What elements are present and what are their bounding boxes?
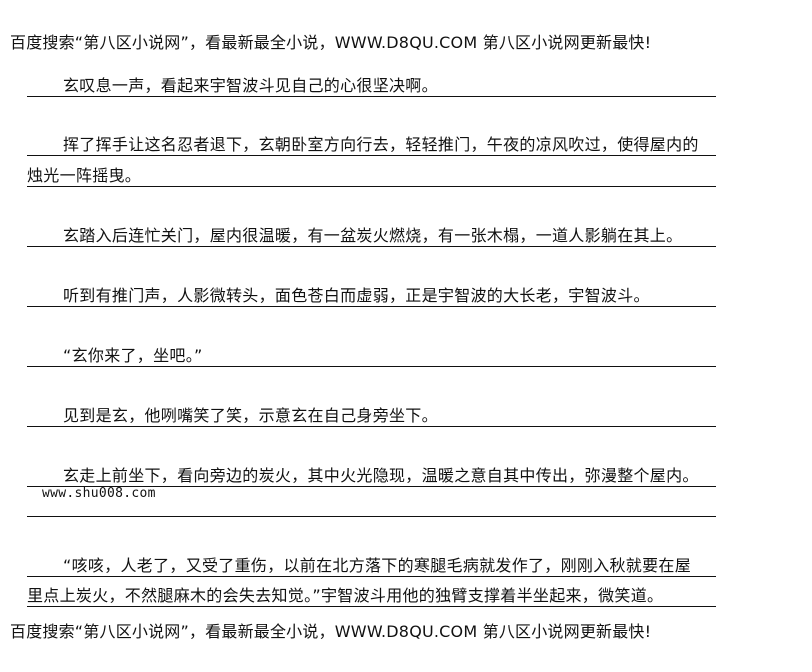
text-line: 烛光一阵摇曳。 — [27, 166, 716, 187]
line-text: 烛光一阵摇曳。 — [27, 166, 142, 185]
line-text: “玄你来了，坐吧。” — [63, 346, 203, 365]
text-line: 里点上炭火，不然腿麻木的会失去知觉。”宇智波斗用他的独臂支撑着半坐起来，微笑道。 — [27, 586, 716, 607]
line-text: 里点上炭火，不然腿麻木的会失去知觉。”宇智波斗用他的独臂支撑着半坐起来，微笑道。 — [27, 586, 664, 605]
line-text: “咳咳，人老了，又受了重伤，以前在北方落下的寒腿毛病就发作了，刚刚入秋就要在屋 — [63, 556, 691, 575]
text-line: “玄你来了，坐吧。” — [27, 346, 716, 367]
line-text: 玄走上前坐下，看向旁边的炭火，其中火光隐现，温暖之意自其中传出，弥漫整个屋内。 — [63, 466, 699, 485]
header-banner: 百度搜索“第八区小说网”，看最新最全小说，WWW.D8QU.COM 第八区小说网… — [10, 33, 652, 52]
text-line: 玄踏入后连忙关门，屋内很温暖，有一盆炭火燃烧，有一张木榻，一道人影躺在其上。 — [27, 226, 716, 247]
text-line: 挥了挥手让这名忍者退下，玄朝卧室方向行去，轻轻推门，午夜的凉风吹过，使得屋内的 — [27, 135, 716, 156]
text-line: www.shu008.com — [27, 486, 716, 517]
text-line: 见到是玄，他咧嘴笑了笑，示意玄在自己身旁坐下。 — [27, 406, 716, 427]
text-line: 玄叹息一声，看起来宇智波斗见自己的心很坚决啊。 — [27, 76, 716, 97]
line-text: 玄踏入后连忙关门，屋内很温暖，有一盆炭火燃烧，有一张木榻，一道人影躺在其上。 — [63, 226, 683, 245]
footer-banner: 百度搜索“第八区小说网”，看最新最全小说，WWW.D8QU.COM 第八区小说网… — [10, 622, 652, 641]
line-text: 玄叹息一声，看起来宇智波斗见自己的心很坚决啊。 — [63, 76, 438, 95]
text-line: 玄走上前坐下，看向旁边的炭火，其中火光隐现，温暖之意自其中传出，弥漫整个屋内。 — [27, 466, 716, 487]
text-line: “咳咳，人老了，又受了重伤，以前在北方落下的寒腿毛病就发作了，刚刚入秋就要在屋 — [27, 556, 716, 577]
line-text: 见到是玄，他咧嘴笑了笑，示意玄在自己身旁坐下。 — [63, 406, 438, 425]
watermark-url: www.shu008.com — [42, 486, 156, 501]
line-text: 挥了挥手让这名忍者退下，玄朝卧室方向行去，轻轻推门，午夜的凉风吹过，使得屋内的 — [63, 135, 699, 154]
line-text: 听到有推门声，人影微转头，面色苍白而虚弱，正是宇智波的大长老，宇智波斗。 — [63, 286, 650, 305]
text-line: 听到有推门声，人影微转头，面色苍白而虚弱，正是宇智波的大长老，宇智波斗。 — [27, 286, 716, 307]
